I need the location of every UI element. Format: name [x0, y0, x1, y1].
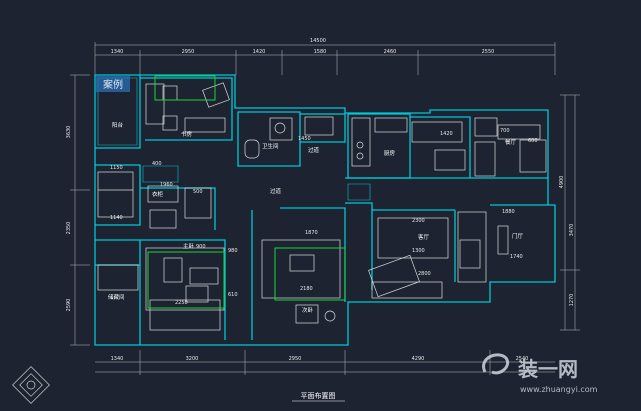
watermark-brand: 装一网	[517, 357, 578, 381]
dim-600: 600	[528, 138, 538, 144]
dim-1960: 1960	[160, 182, 173, 188]
dim-400: 400	[152, 161, 162, 167]
watermark: 装一网 www.zhuangyi.com	[482, 353, 598, 394]
dim-right-1: 4900	[559, 176, 565, 189]
room-second: 次卧	[302, 306, 314, 314]
room-study: 书房	[181, 130, 193, 138]
room-kitchen: 厨房	[384, 149, 396, 157]
room-master: 主卧	[183, 242, 195, 250]
dim-1300: 1300	[412, 248, 425, 254]
dim-1140: 1140	[110, 215, 123, 221]
dim-980: 980	[228, 248, 238, 254]
room-dining: 餐厅	[505, 138, 517, 146]
dim-900: 900	[196, 244, 206, 250]
dim-2250: 2250	[175, 300, 188, 306]
room-small-hall: 过道	[308, 146, 320, 154]
room-storage: 衣柜	[152, 190, 164, 198]
stamp: 案例	[96, 76, 130, 92]
room-storeroom: 储藏间	[108, 293, 125, 301]
watermark-url: www.zhuangyi.com	[520, 385, 598, 394]
dim-2800: 2800	[418, 271, 431, 277]
dim-bottom-5: 2540	[516, 356, 529, 362]
dim-right-3: 1270	[569, 294, 575, 307]
dim-top-2: 2950	[182, 49, 195, 55]
dim-700: 700	[500, 128, 510, 134]
room-bath: 卫生间	[262, 142, 279, 150]
dim-bottom-2: 3200	[186, 356, 199, 362]
room-living: 客厅	[418, 233, 430, 241]
dim-top-total: 14500	[310, 38, 326, 44]
watermark-logo-icon	[482, 353, 509, 375]
dim-1740: 1740	[510, 254, 523, 260]
room-corridor: 过道	[270, 187, 282, 195]
dim-top-5: 2460	[384, 49, 397, 55]
corner-emblem-icon	[12, 366, 50, 404]
dim-bottom-4: 4290	[412, 356, 425, 362]
dim-right-2: 3470	[569, 224, 575, 237]
room-entry: 门厅	[512, 232, 524, 240]
dim-top-3: 1420	[253, 49, 266, 55]
dim-610: 610	[228, 292, 238, 298]
room-balcony: 阳台	[112, 121, 124, 129]
carpets	[147, 75, 346, 309]
dim-bottom-3: 2950	[289, 356, 302, 362]
dim-bottom-1: 1340	[111, 356, 124, 362]
dim-left-3: 2590	[66, 299, 72, 312]
dim-1150: 1150	[110, 165, 123, 171]
dim-500: 500	[193, 189, 203, 195]
dim-1870: 1870	[305, 230, 318, 236]
furniture	[97, 82, 547, 331]
dim-2180: 2180	[300, 286, 313, 292]
dim-top-1: 1340	[111, 49, 124, 55]
dim-top-4: 1580	[314, 49, 327, 55]
dim-2300: 2300	[412, 218, 425, 224]
dim-left-1: 3630	[66, 126, 72, 139]
dimension-lines	[70, 42, 580, 375]
dim-top-6: 2550	[482, 49, 495, 55]
walls	[94, 74, 556, 346]
dim-1420: 1420	[440, 131, 453, 137]
stamp-text: 案例	[103, 78, 123, 91]
dim-1450: 1450	[298, 136, 311, 142]
dim-1880: 1880	[502, 209, 515, 215]
dim-left-2: 2350	[66, 222, 72, 235]
drawing-title: 平面布置图	[301, 391, 336, 400]
